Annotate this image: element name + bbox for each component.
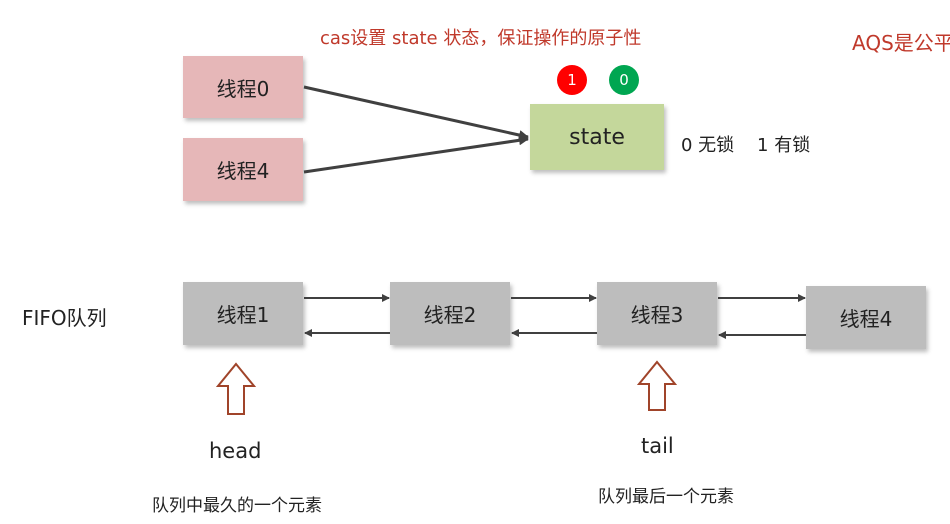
aqs-label: AQS是公平: [852, 31, 950, 55]
tail-description: 队列最后一个元素: [598, 487, 734, 507]
thread-4-box: 线程4: [183, 138, 303, 201]
head-up-arrow-icon: [215, 362, 257, 415]
thread0-to-state-arrow: [303, 85, 529, 140]
state-zero-circle: 0: [609, 65, 639, 95]
tail-up-arrow-icon: [636, 360, 678, 411]
fifo-queue-label: FIFO队列: [22, 306, 107, 330]
queue-node-3: 线程3: [597, 282, 717, 345]
cas-title: cas设置 state 状态，保证操作的原子性: [320, 28, 642, 49]
state-box: state: [530, 104, 664, 170]
thread4-to-state-arrow: [303, 135, 529, 174]
head-label: head: [209, 439, 262, 463]
state-legend: 0 无锁 1 有锁: [681, 135, 811, 156]
state-one-circle: 1: [557, 65, 587, 95]
queue-node-4: 线程4: [806, 286, 926, 349]
thread-0-box: 线程0: [183, 56, 303, 118]
queue-node-1: 线程1: [183, 282, 303, 345]
queue-node-2: 线程2: [390, 282, 510, 345]
tail-label: tail: [641, 434, 674, 458]
head-description: 队列中最久的一个元素: [152, 496, 322, 516]
